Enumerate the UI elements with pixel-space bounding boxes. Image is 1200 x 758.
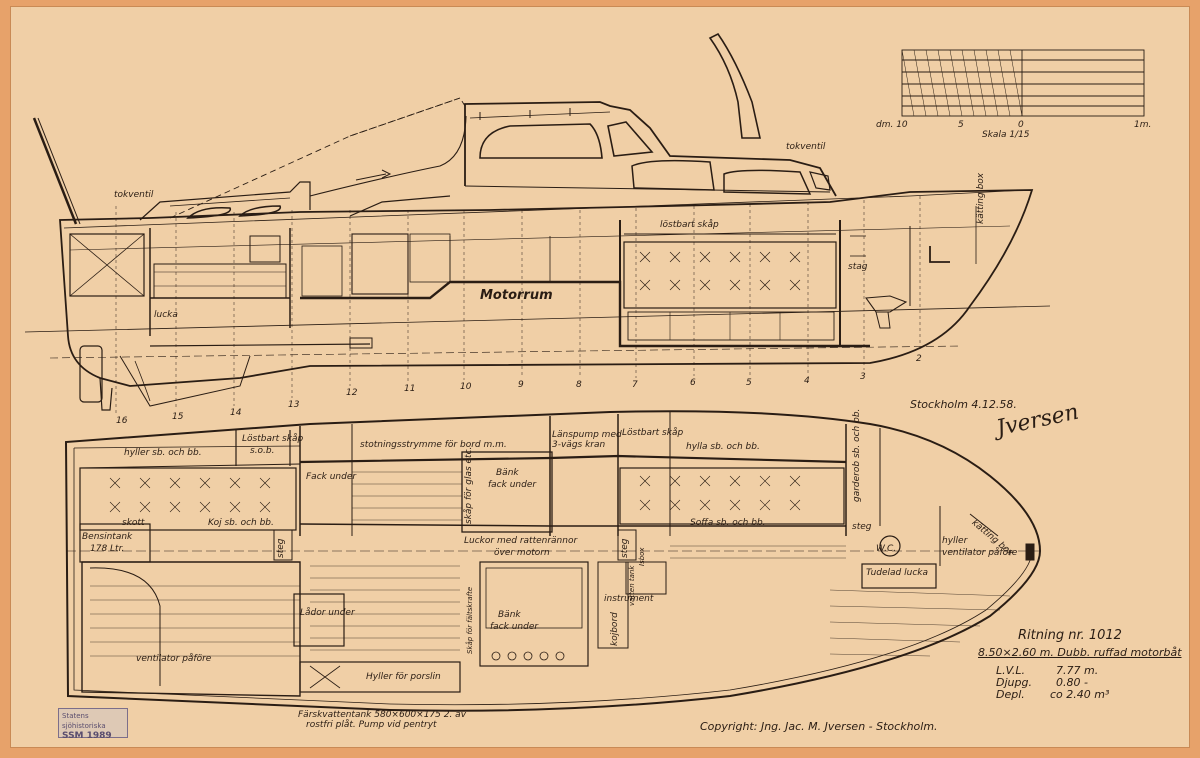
frame-number: 6 [690, 378, 696, 388]
plan-label-hyller: hyller sb. och bb. [124, 448, 202, 458]
frame-number: 7 [632, 380, 638, 390]
plan-label-bank2: Bänk [498, 610, 521, 620]
plan-label-ventilator2: ventilator påföre [942, 548, 1018, 558]
spec-lvl-value: 7.77 m. [1056, 664, 1099, 677]
frame-number: 2 [916, 354, 922, 364]
plan-label-lanspump2: 3-vägs kran [552, 440, 606, 450]
drawing-date: Stockholm 4.12.58. [910, 398, 1017, 411]
motorrum-label: Motorrum [480, 288, 553, 303]
spec-lvl-key: L.V.L. [996, 664, 1026, 677]
spec-djup-value: 0.80 - [1056, 676, 1088, 689]
tokventil-aft-label: tokventil [114, 190, 154, 200]
frame-number: 9 [518, 380, 524, 390]
plan-label-stotnings: stotningsstrymme för bord m.m. [360, 440, 507, 450]
plan-label-hyller2: hyller [942, 536, 968, 546]
plan-label-steg1: steg [276, 538, 286, 558]
scale-label-5: 5 [958, 120, 964, 130]
scale-label-1m: 1m. [1134, 120, 1152, 130]
frame-number: 5 [746, 378, 752, 388]
plan-label-lanspump: Länspump med [552, 430, 622, 440]
profile-view [24, 32, 1051, 414]
tokventil-fwd-label: tokventil [786, 142, 826, 152]
boat-drawing [24, 32, 1145, 712]
plan-label-bank1-sub: fack under [488, 480, 537, 490]
lucka-label: lucka [154, 310, 178, 320]
plan-label-kojbord: kojbord [610, 612, 620, 646]
plan-label-ventilator: ventilator påföre [136, 654, 212, 664]
plan-label-bank2-sub: fack under [490, 622, 539, 632]
drawing-description: 8.50×2.60 m. Dubb. ruffad motorbåt [978, 646, 1182, 659]
kattingbox-label: kätting box [976, 172, 986, 224]
plan-label-garderob: garderob sb. och bb. [852, 408, 862, 502]
frame-number: 14 [230, 408, 242, 418]
copyright: Copyright: Jng. Jac. M. Jversen - Stockh… [700, 720, 938, 733]
plan-label-isbox: Isbox [638, 547, 646, 566]
frame-number: 11 [404, 384, 416, 394]
plan-label-losbart-skap2: Löstbart skåp [622, 428, 684, 438]
plan-label-steg2: steg [620, 538, 630, 558]
plan-label-fack-under: Fack under [306, 472, 357, 482]
plan-label-losbart-skap-sub: s.o.b. [250, 446, 275, 456]
frame-number: 3 [860, 372, 866, 382]
scale-bar [901, 49, 1145, 117]
frame-number: 10 [460, 382, 472, 392]
plan-label-soffa: Soffa sb. och bb. [690, 518, 766, 528]
plan-label-farskvatten: Färskvattentank 580×600×175 2. av [298, 710, 467, 720]
frame-number: 8 [576, 380, 582, 390]
frame-number: 4 [804, 376, 810, 386]
plan-label-skap-glas: skåp för glas etc. [464, 446, 474, 524]
plan-label-bensintank-vol: 178 Ltr. [90, 544, 125, 554]
plan-label-lador: Lådor under [300, 608, 355, 618]
plan-label-tudelad: Tudelad lucka [866, 568, 929, 578]
stamp-line-2: SSM 1989 [62, 731, 112, 741]
plan-label-vatten: vatten tank [628, 565, 636, 606]
drawing-number: Ritning nr. 1012 [1018, 628, 1122, 643]
plan-label-koj: Koj sb. och bb. [208, 518, 274, 528]
plan-label-farskvatten2: rostfri plåt. Pump vid pentryt [306, 720, 437, 730]
plan-label-steg3: steg [852, 522, 872, 532]
drawing-sheet: tokventil tokventil Motorrum löstbart sk… [10, 6, 1190, 748]
frame-number: 12 [346, 388, 358, 398]
spec-depl-value: co 2.40 m³ [1050, 688, 1110, 701]
plan-label-hylla: hylla sb. och bb. [686, 442, 760, 452]
plan-view [64, 410, 1042, 712]
plan-label-luckor2: över motorn [494, 548, 550, 558]
plan-label-skott: skott [122, 518, 145, 528]
spec-djup-key: Djupg. [996, 676, 1032, 689]
scale-label-0: 0 [1018, 120, 1024, 130]
plan-label-instrument: instrument [604, 594, 654, 604]
stamp-line-1: Statens sjöhistoriska [62, 712, 106, 730]
stag-label: stag [848, 262, 868, 272]
spec-depl-key: Depl. [996, 688, 1025, 701]
frame-number: 13 [288, 400, 300, 410]
museum-stamp: Statens sjöhistoriska SSM 1989 [58, 708, 128, 741]
plan-label-skap-faltskrafte: Skåp för fältskrafte [466, 586, 474, 654]
frame-number: 15 [172, 412, 184, 422]
plan-label-losbart-skap: Löstbart skåp [242, 434, 304, 444]
plan-label-bensintank: Bensintank [82, 532, 133, 542]
frame-number: 16 [116, 416, 128, 426]
scale-label-10: dm. 10 [876, 120, 908, 130]
plan-label-hyller-porslin: Hyller för porslin [366, 672, 441, 682]
scale-text: Skala 1/15 [982, 130, 1030, 140]
plan-label-luckor: Luckor med rattenrännor [464, 536, 578, 546]
plan-label-bank1: Bänk [496, 468, 519, 478]
plan-label-wc: W.C. [876, 544, 897, 554]
losbart-skap-profile-label: löstbart skåp [660, 220, 719, 230]
